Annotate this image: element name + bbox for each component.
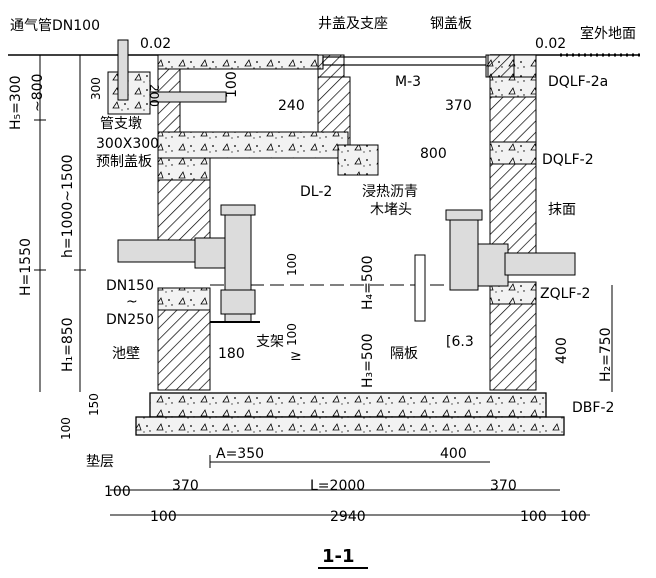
- partition-plate: [414, 254, 426, 322]
- label-d300: 300: [89, 77, 103, 100]
- precast-cover-slab: [157, 131, 349, 159]
- label-d240: 240: [278, 98, 305, 114]
- inlet-tee-body: [194, 237, 226, 269]
- manhole-seat-right: [487, 54, 515, 78]
- inlet-tee-cap-bottom: [220, 289, 256, 315]
- label-d370-rb: 370: [490, 478, 517, 494]
- label-v150: 150: [87, 393, 101, 416]
- label-d100-b1: 100: [150, 509, 177, 525]
- right-wall-band-mid: [489, 141, 537, 165]
- bottom-slab-dbf2: [149, 392, 547, 418]
- label-d800: 800: [420, 146, 447, 162]
- cushion-layer: [135, 416, 565, 436]
- label-tilde: ~: [126, 294, 138, 310]
- label-d100-b3: 100: [560, 509, 587, 525]
- outlet-tee-body: [477, 243, 509, 287]
- label-a350: A=350: [216, 446, 264, 462]
- top-slab-left: [157, 54, 324, 70]
- inlet-pipe: [117, 239, 199, 263]
- label-dn250: DN250: [106, 312, 154, 328]
- right-wall-upper: [489, 76, 537, 258]
- left-wall-band-upper: [157, 157, 211, 181]
- label-h4-500: H₄=500: [360, 255, 376, 310]
- label-precast-slab: 预制盖板: [96, 154, 152, 170]
- label-h2-750: H₂=750: [598, 327, 614, 382]
- label-d370-left: 370: [172, 478, 199, 494]
- label-slope-right: 0.02: [535, 36, 566, 52]
- pipe-support-pier: [107, 71, 151, 115]
- label-vent-pipe: 通气管DN100: [10, 18, 100, 34]
- label-dn150: DN150: [106, 278, 154, 294]
- label-dqlf2a: DQLF-2a: [548, 74, 608, 90]
- label-outdoor-ground: 室外地面: [580, 25, 636, 42]
- label-pipe-support: 管支墩: [100, 116, 142, 132]
- label-d100-mid: 100: [285, 253, 299, 276]
- label-d200: 200: [147, 84, 161, 107]
- label-pool-wall: 池壁: [112, 346, 140, 362]
- label-d100-top: 100: [224, 71, 240, 98]
- right-wall-band-lower: [489, 281, 537, 305]
- label-h3-500: H₃=500: [360, 333, 376, 388]
- label-partition: 隔板: [390, 346, 418, 362]
- vent-pipe-front: [117, 39, 129, 101]
- steel-cover-plate: [322, 56, 494, 66]
- label-cover-seat: 井盖及支座: [318, 16, 388, 32]
- label-l2000: L=2000: [310, 478, 365, 494]
- label-cushion: 垫层: [86, 454, 114, 470]
- left-wall-band-lower: [157, 287, 211, 311]
- label-geq: ≥: [290, 348, 302, 364]
- outlet-pipe: [504, 252, 576, 276]
- label-dqlf2: DQLF-2: [542, 152, 594, 168]
- label-bracket: 支架: [256, 334, 284, 350]
- label-d400-bottom: 400: [440, 446, 467, 462]
- inlet-tee-cap-top: [220, 204, 256, 216]
- right-wall-band-top: [489, 76, 537, 98]
- label-d180: 180: [218, 346, 245, 362]
- label-h-range: h=1000~1500: [60, 154, 76, 258]
- ring-beam-dl2: [337, 144, 379, 176]
- outlet-tee-riser: [449, 213, 479, 291]
- label-wood-plug: 木堵头: [370, 202, 412, 218]
- label-h1-850: H₁=850: [60, 317, 76, 372]
- label-support-size: 300X300: [96, 136, 159, 152]
- outlet-tee-cap: [445, 209, 483, 221]
- label-v100: 100: [59, 417, 73, 440]
- label-c63: [6.3: [446, 334, 474, 350]
- label-d370-right: 370: [445, 98, 472, 114]
- label-d100-bl: 100: [104, 484, 131, 500]
- label-m3: M-3: [395, 74, 421, 90]
- label-d100-b2: 100: [520, 509, 547, 525]
- label-dbf2: DBF-2: [572, 400, 614, 416]
- manhole-seat-left: [317, 54, 345, 78]
- label-dl2: DL-2: [300, 184, 332, 200]
- label-h5: H₅=300: [8, 75, 24, 130]
- label-d2940: 2940: [330, 509, 366, 525]
- right-wall-lower: [489, 289, 537, 391]
- label-h1550: H=1550: [18, 238, 34, 296]
- label-d400-right: 400: [554, 337, 570, 364]
- label-h5-range: ~800: [30, 74, 46, 112]
- label-slope-left: 0.02: [140, 36, 171, 52]
- label-section: 1-1: [322, 546, 355, 567]
- label-d100-low: 100: [285, 323, 299, 346]
- label-zqlf2: ZQLF-2: [540, 286, 590, 302]
- label-asphalt: 浸热沥青: [362, 184, 418, 200]
- label-steel-cover: 钢盖板: [430, 16, 472, 32]
- label-plaster: 抹面: [548, 202, 576, 218]
